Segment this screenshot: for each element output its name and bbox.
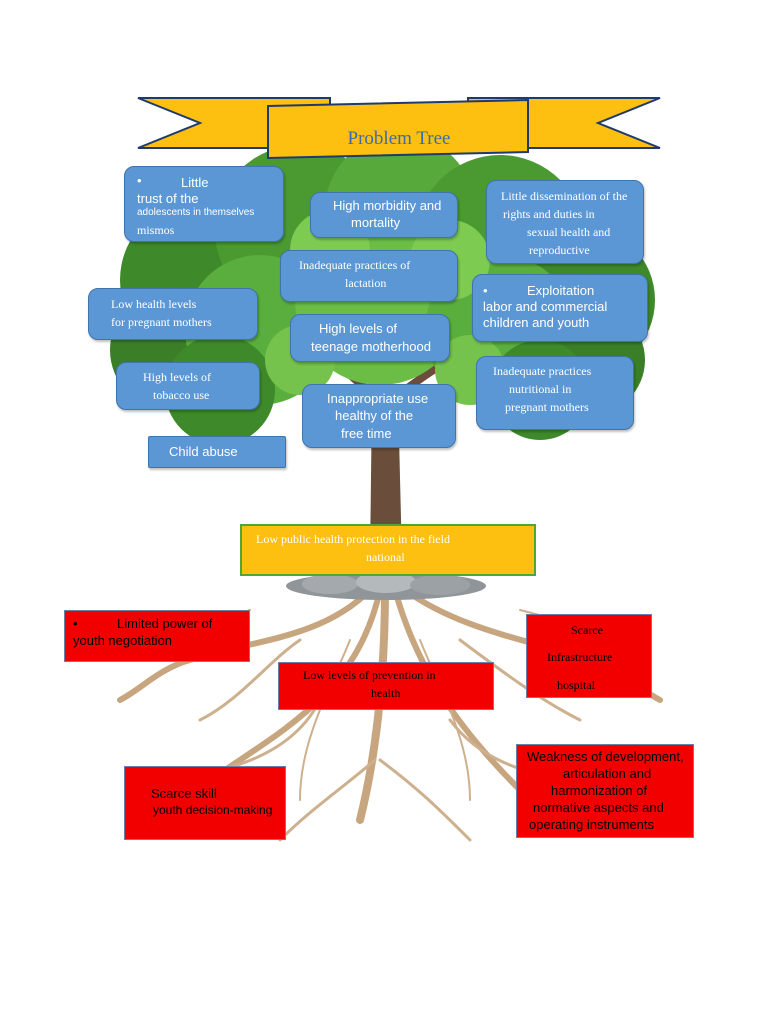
effect-line: Exploitation [527, 283, 595, 298]
cause-line: Infrastructure [547, 650, 613, 664]
effect-line: Inadequate practices of [299, 258, 411, 272]
cause-line: health [371, 686, 401, 700]
effect-box-nutritional: Inadequate practices nutritional in preg… [476, 356, 634, 430]
title-banner [137, 97, 661, 160]
cause-line: hospital [557, 678, 595, 692]
cause-line: Low levels of prevention in [303, 668, 436, 682]
cause-box-regulatory-weakness: Weakness of development, articulation an… [516, 744, 694, 838]
effect-line: lactation [345, 276, 387, 290]
effect-line: Little [181, 175, 209, 190]
effect-box-teen-motherhood: High levels of teenage motherhood [290, 314, 450, 362]
cause-line: normative aspects and [533, 800, 664, 815]
effect-line: healthy of the [335, 408, 414, 423]
core-problem-line: national [366, 550, 405, 564]
effect-line: Child abuse [169, 444, 238, 459]
cause-box-negotiation: • Limited power of youth negotiation [64, 610, 250, 662]
core-problem-line: Low public health protection in the fiel… [256, 532, 450, 546]
effect-line: mortality [351, 215, 401, 230]
cause-box-infrastructure: Scarce Infrastructure hospital [526, 614, 652, 698]
effect-line: tobacco use [153, 388, 210, 402]
effect-line: trust of the [137, 191, 199, 206]
cause-box-prevention: Low levels of prevention in health [278, 662, 494, 710]
effect-line: labor and commercial [483, 299, 608, 314]
cause-line: youth decision-making [153, 803, 273, 817]
effect-box-health-pregnant: Low health levels for pregnant mothers [88, 288, 258, 340]
effect-box-low-trust: • Little trust of the adolescents in the… [124, 166, 284, 242]
effect-box-free-time: Inappropriate use healthy of the free ti… [302, 384, 456, 448]
effect-line: reproductive [529, 243, 590, 257]
cause-line: Scarce skill [151, 786, 217, 801]
effect-box-exploitation: • Exploitation labor and commercial chil… [472, 274, 648, 342]
effect-line: High levels of [319, 321, 398, 336]
effect-line: High levels of [143, 370, 211, 384]
effect-line: adolescents in themselves [137, 207, 255, 218]
cause-line: Limited power of [117, 616, 213, 631]
cause-box-decision-making: Scarce skill youth decision-making [124, 766, 286, 840]
effect-line: • [483, 283, 488, 298]
effect-line: nutritional in [509, 382, 572, 396]
effect-box-dissemination: Little dissemination of the rights and d… [486, 180, 644, 264]
effect-box-lactation: Inadequate practices of lactation [280, 250, 458, 302]
effect-line: Low health levels [111, 297, 197, 311]
cause-line: articulation and [563, 766, 652, 781]
cause-line: operating instruments [529, 817, 655, 832]
effect-line: High morbidity and [333, 198, 442, 213]
effect-line: free time [341, 426, 392, 441]
effect-box-child-abuse: Child abuse [148, 436, 286, 468]
cause-line: harmonization of [551, 783, 648, 798]
cause-line: Scarce [571, 623, 603, 637]
effect-line: Inappropriate use [327, 391, 429, 406]
core-problem-box: Low public health protection in the fiel… [240, 524, 536, 576]
effect-box-tobacco: High levels of tobacco use [116, 362, 260, 410]
effect-line: teenage motherhood [311, 339, 431, 354]
cause-line: • [73, 616, 78, 631]
stones [286, 571, 486, 600]
effect-line: rights and duties in [503, 207, 595, 221]
effect-line: pregnant mothers [505, 400, 589, 414]
page-title: Problem Tree [347, 128, 451, 149]
effect-line: Inadequate practices [493, 364, 592, 378]
cause-line: Weakness of development, [527, 749, 684, 764]
cause-line: youth negotiation [73, 633, 173, 648]
effect-line: Little dissemination of the [501, 189, 628, 203]
effect-line: children and youth [483, 315, 590, 330]
effect-line: mismos [137, 223, 175, 237]
effect-box-morbidity: High morbidity and mortality [310, 192, 458, 238]
effect-line: • [137, 173, 142, 188]
effect-line: sexual health and [527, 225, 611, 239]
effect-line: for pregnant mothers [111, 315, 212, 329]
